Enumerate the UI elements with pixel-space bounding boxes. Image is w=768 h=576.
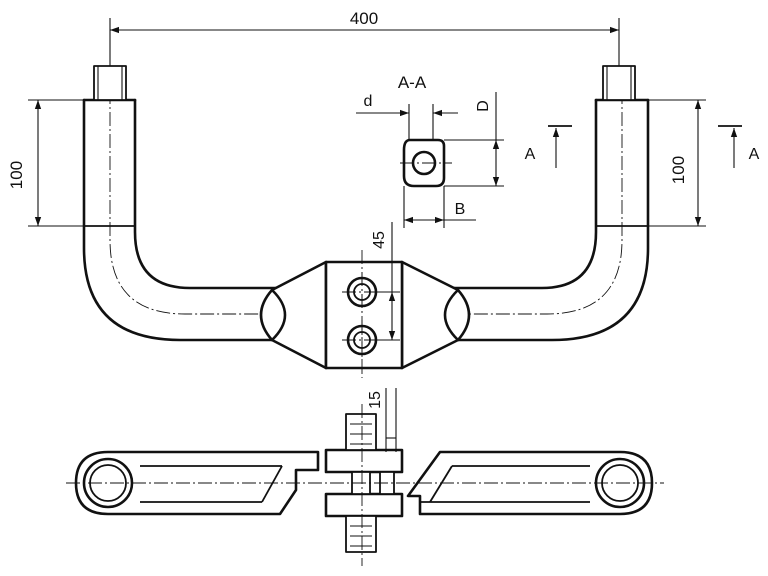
- left-threaded-stub: [93, 65, 127, 101]
- dimension-left-leg: 100: [7, 99, 84, 227]
- section-d-label: d: [364, 93, 373, 110]
- dim-15-label: 15: [367, 391, 384, 409]
- section-D-label: D: [475, 100, 492, 112]
- cut-marker-left-label: A: [525, 146, 536, 163]
- section-title: A-A: [398, 73, 427, 92]
- right-tube-outer: [448, 98, 650, 342]
- right-tube-inner: [448, 98, 598, 290]
- section-aa-detail: A-A d D B: [356, 73, 504, 228]
- left-tube-inner: [133, 98, 302, 290]
- dimension-hole-pitch: 45: [371, 222, 400, 341]
- plan-left-arm: [74, 450, 320, 516]
- dim-left-100-label: 100: [7, 161, 26, 189]
- left-transition: [259, 260, 328, 370]
- section-B-label: B: [455, 201, 466, 218]
- right-transition: [400, 260, 471, 370]
- dimension-plate-thickness: 15: [367, 388, 397, 452]
- plan-upper-plate: [324, 448, 404, 474]
- plan-view: [66, 404, 664, 566]
- left-tube-outer: [82, 98, 302, 342]
- plan-lower-plate: [324, 492, 404, 518]
- plan-left-bolt: [345, 413, 377, 553]
- dim-right-100-label: 100: [669, 156, 688, 184]
- cut-marker-right-label: A: [749, 146, 760, 163]
- right-threaded-stub: [602, 65, 636, 101]
- dimension-overall-width: 400: [109, 9, 620, 66]
- cut-marker-left: A: [525, 125, 572, 168]
- dim-400-label: 400: [350, 9, 378, 28]
- dimension-right-leg: 100: [648, 99, 706, 227]
- front-view: [82, 65, 650, 378]
- cut-marker-right: A: [718, 125, 760, 168]
- dim-45-label: 45: [371, 231, 388, 249]
